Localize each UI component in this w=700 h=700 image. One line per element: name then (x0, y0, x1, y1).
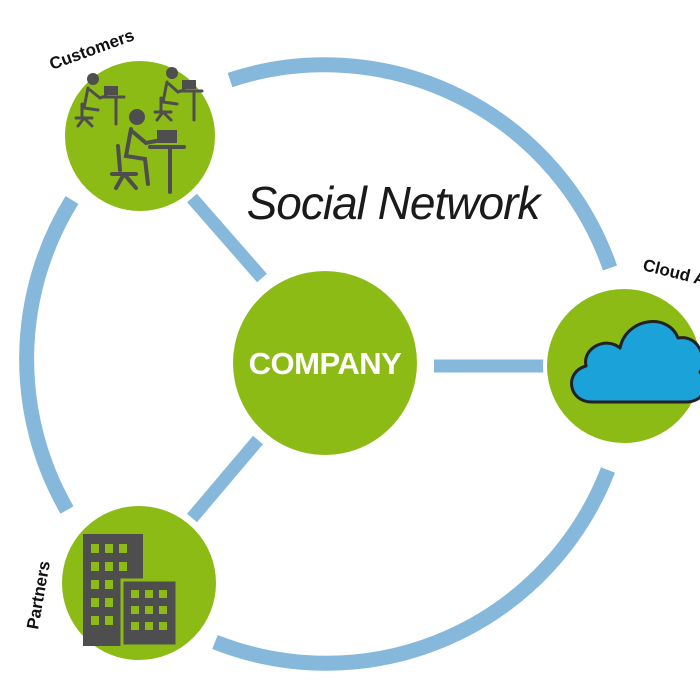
cloud-node: Cloud A (543, 255, 700, 447)
spokes (187, 193, 548, 523)
cloud-icon (570, 320, 700, 404)
partners-node: Partners (23, 502, 220, 664)
office-workers-icon (74, 67, 204, 194)
outer-ring (19, 57, 618, 671)
customers-node: Customers (47, 26, 219, 215)
spoke-partners (187, 435, 263, 523)
spoke-customers (187, 193, 267, 283)
company-circle (233, 271, 417, 455)
company-node: COMPANY (233, 271, 417, 455)
cloud-label: Cloud A (641, 255, 700, 289)
ring-arc-customers-to-cloud (227, 57, 618, 271)
ring-arc-partners-to-customers (19, 196, 79, 514)
ring-arc-cloud-to-partners (212, 467, 615, 671)
partners-label: Partners (23, 559, 54, 630)
company-label: COMPANY (249, 346, 402, 381)
buildings-icon (83, 534, 179, 648)
diagram-title: Social Network (247, 177, 543, 229)
